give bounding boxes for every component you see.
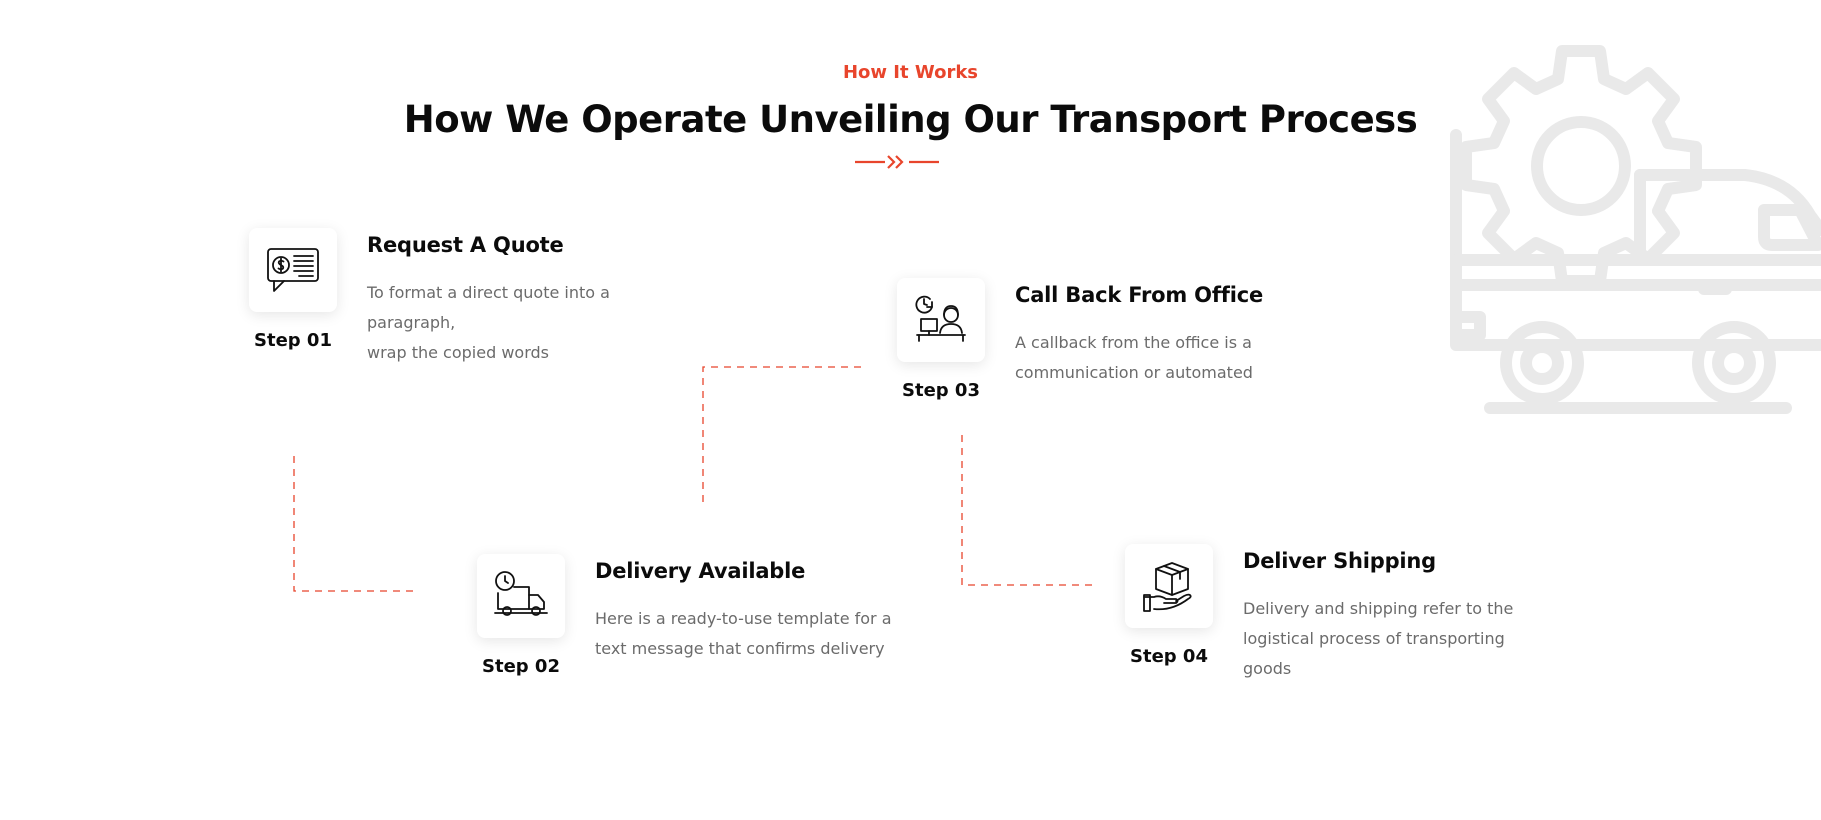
package-hand-icon — [1143, 562, 1192, 612]
step-01-description: To format a direct quote into a paragrap… — [367, 283, 610, 362]
step-02-icon-box — [477, 554, 565, 638]
step-03-title: Call Back From Office — [1015, 283, 1263, 307]
office-agent-icon — [915, 295, 966, 342]
section-title: How We Operate Unveiling Our Transport P… — [403, 98, 1418, 141]
step-03-label: Step 03 — [902, 380, 980, 401]
truck-gear-background-icon — [1450, 45, 1821, 414]
quote-chat-icon — [267, 248, 319, 292]
connector-1-2 — [293, 456, 418, 592]
step-01-title: Request A Quote — [367, 233, 564, 257]
title-divider-icon — [855, 155, 939, 169]
step-03-description: A callback from the office is a communic… — [1015, 333, 1253, 382]
step-03-icon-box — [897, 278, 985, 362]
step-02-description: Here is a ready-to-use template for a te… — [595, 609, 892, 658]
step-04-icon-box — [1125, 544, 1213, 628]
step-02-title: Delivery Available — [595, 559, 806, 583]
step-04-label: Step 04 — [1130, 646, 1208, 667]
delivery-truck-icon — [494, 571, 548, 616]
connector-2-3 — [702, 366, 866, 502]
section-eyebrow: How It Works — [842, 62, 979, 83]
connector-3-4 — [961, 435, 1094, 586]
step-01-label: Step 01 — [254, 330, 332, 351]
step-02-label: Step 02 — [482, 656, 560, 677]
step-04-title: Deliver Shipping — [1243, 549, 1436, 573]
step-01-icon-box — [249, 228, 337, 312]
step-04-description: Delivery and shipping refer to the logis… — [1243, 599, 1514, 678]
